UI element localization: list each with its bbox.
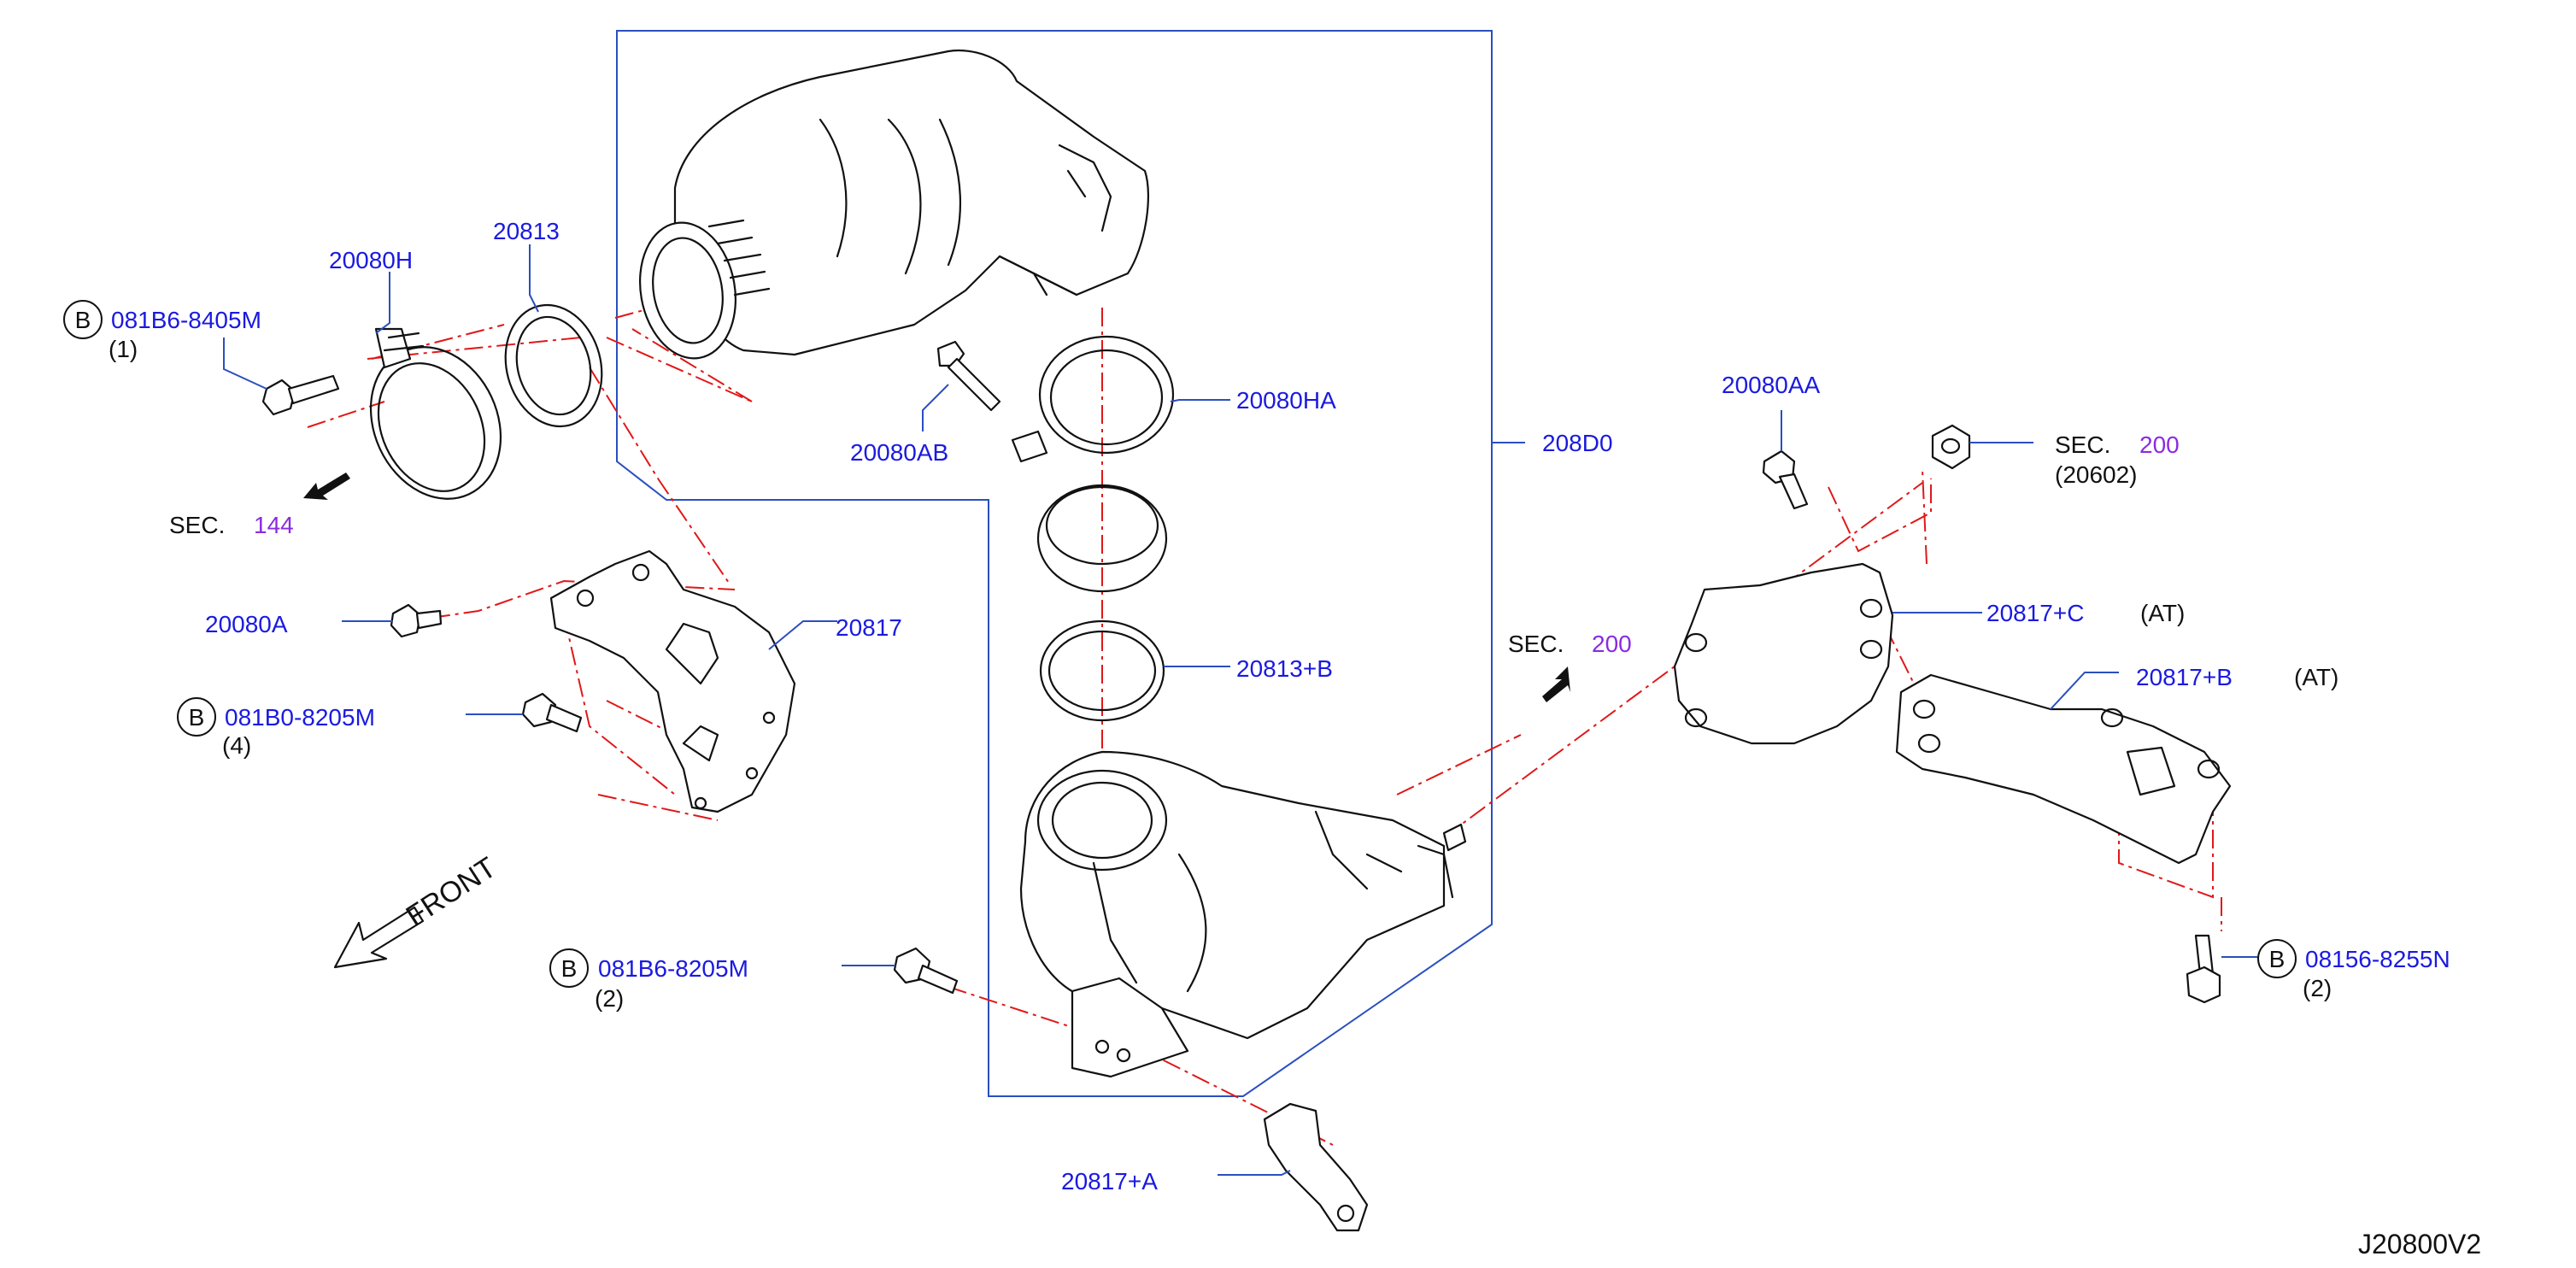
diagram-id: J20800V2 bbox=[2358, 1229, 2481, 1259]
sec-144-word: SEC. bbox=[169, 512, 225, 538]
bolt-marker-b bbox=[549, 948, 589, 988]
bolt-081b6-8205m-drawing bbox=[893, 947, 959, 995]
nut-sec200-drawing bbox=[1931, 424, 1971, 470]
lower-converter-drawing bbox=[1019, 750, 1467, 1078]
qty-081b6-8405m: (1) bbox=[109, 336, 138, 362]
bolt-marker-b bbox=[63, 300, 103, 339]
gasket-ring-drawing bbox=[1036, 484, 1168, 593]
front-label: FRONT bbox=[401, 851, 502, 933]
bracket-20817a-drawing bbox=[1263, 1102, 1369, 1232]
qty-08156-8255n: (2) bbox=[2303, 975, 2332, 1001]
bolt-marker-b-text: B bbox=[189, 704, 205, 731]
part-code-20817a[interactable]: 20817+A bbox=[1061, 1168, 1158, 1195]
bolt-marker-b bbox=[2257, 939, 2297, 978]
qty-081b6-8205m: (2) bbox=[595, 985, 624, 1012]
part-code-20813b[interactable]: 20813+B bbox=[1236, 655, 1333, 682]
bolt-20080ab-drawing bbox=[936, 340, 1001, 412]
upper-converter-drawing bbox=[638, 50, 1150, 360]
bracket-20817b-drawing bbox=[1895, 673, 2232, 865]
part-code-20080h[interactable]: 20080H bbox=[329, 247, 413, 273]
part-code-20080ab[interactable]: 20080AB bbox=[850, 439, 948, 466]
bolt-20080aa-drawing bbox=[1762, 449, 1809, 510]
gasket-20813-drawing bbox=[504, 303, 603, 428]
bracket-20817c-drawing bbox=[1673, 562, 1894, 745]
sec-144-arrow-icon bbox=[303, 473, 350, 500]
bolt-marker-b-text: B bbox=[75, 307, 91, 333]
bracket-20817-drawing bbox=[549, 549, 796, 813]
bolt-marker-b-text: B bbox=[2269, 946, 2286, 972]
part-code-20080aa[interactable]: 20080AA bbox=[1722, 372, 1821, 398]
bolt-081b0-8205m-drawing bbox=[521, 692, 583, 733]
part-code-20817[interactable]: 20817 bbox=[836, 614, 902, 641]
sec-200-right-num[interactable]: 200 bbox=[2139, 431, 2180, 458]
qty-081b0-8205m: (4) bbox=[222, 732, 251, 759]
note-20817c: (AT) bbox=[2140, 600, 2185, 626]
bolt-20080a-drawing bbox=[390, 603, 443, 638]
sec-200-mid-word: SEC. bbox=[1508, 631, 1564, 657]
part-code-20080a[interactable]: 20080A bbox=[205, 611, 288, 637]
gasket-20813b-drawing bbox=[1039, 619, 1165, 722]
sec-200-right-sub: (20602) bbox=[2055, 461, 2138, 488]
part-code-20817c[interactable]: 20817+C bbox=[1986, 600, 2084, 626]
part-code-08156-8255n[interactable]: 08156-8255N bbox=[2305, 946, 2450, 972]
front-arrow-icon bbox=[333, 906, 425, 969]
bolt-08156-8255n-drawing bbox=[2186, 934, 2221, 1004]
note-20817b: (AT) bbox=[2294, 664, 2338, 690]
part-code-20080ha[interactable]: 20080HA bbox=[1236, 387, 1336, 414]
clamp-20080h-drawing bbox=[369, 327, 502, 500]
leader-lines bbox=[223, 244, 2264, 1176]
bolt-marker-b bbox=[177, 697, 216, 737]
sec-200-right-word: SEC. bbox=[2055, 431, 2110, 458]
sec-144-num[interactable]: 144 bbox=[254, 512, 294, 538]
part-code-081b6-8405m[interactable]: 081B6-8405M bbox=[111, 307, 261, 333]
part-code-20813[interactable]: 20813 bbox=[493, 218, 560, 244]
part-code-208d0[interactable]: 208D0 bbox=[1542, 430, 1613, 456]
sec-200-mid-num[interactable]: 200 bbox=[1592, 631, 1632, 657]
clamp-20080ha-drawing bbox=[1011, 335, 1175, 463]
bolt-081b6-8405m-drawing bbox=[261, 374, 340, 416]
part-code-081b6-8205m[interactable]: 081B6-8205M bbox=[598, 955, 748, 982]
part-code-20817b[interactable]: 20817+B bbox=[2136, 664, 2233, 690]
part-code-081b0-8205m[interactable]: 081B0-8205M bbox=[225, 704, 375, 731]
assembly-frame bbox=[616, 30, 1493, 1097]
sec-200-mid-arrow-icon bbox=[1542, 666, 1570, 702]
bolt-marker-b-text: B bbox=[561, 955, 578, 982]
